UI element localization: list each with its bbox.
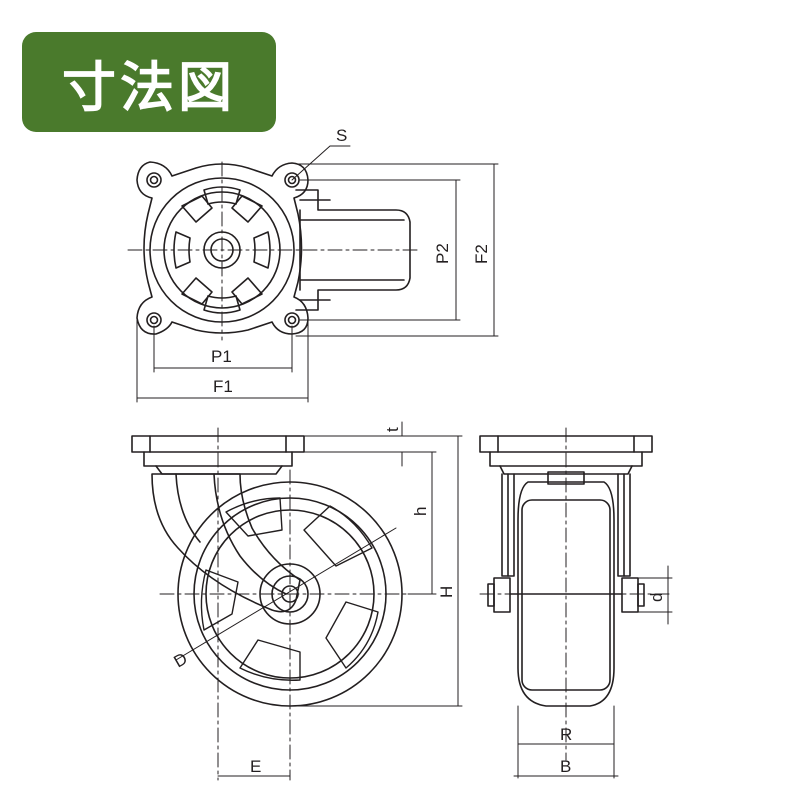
label-B: B [560, 757, 571, 776]
swivel-fork [151, 473, 301, 613]
label-H: H [437, 586, 456, 598]
label-P1: P1 [211, 347, 232, 366]
front-wheel [517, 481, 615, 707]
label-E: E [250, 757, 261, 776]
label-D: D [171, 649, 191, 672]
label-S: S [336, 126, 347, 145]
label-F1: F1 [213, 377, 233, 396]
top-view [127, 145, 499, 403]
label-F2: F2 [472, 244, 491, 264]
bolt-hole-bl [146, 312, 162, 328]
bolt-hole-br [284, 312, 300, 328]
bolt-hole-tr [284, 172, 300, 188]
label-h: h [411, 507, 430, 516]
bolt-hole-tl [146, 172, 162, 188]
title-badge: 寸法図 [22, 32, 276, 132]
label-d: d [647, 593, 666, 602]
label-t: t [383, 427, 402, 432]
label-P2: P2 [433, 243, 452, 264]
front-view [479, 427, 673, 779]
side-view [131, 421, 463, 781]
label-R: R [560, 725, 572, 744]
